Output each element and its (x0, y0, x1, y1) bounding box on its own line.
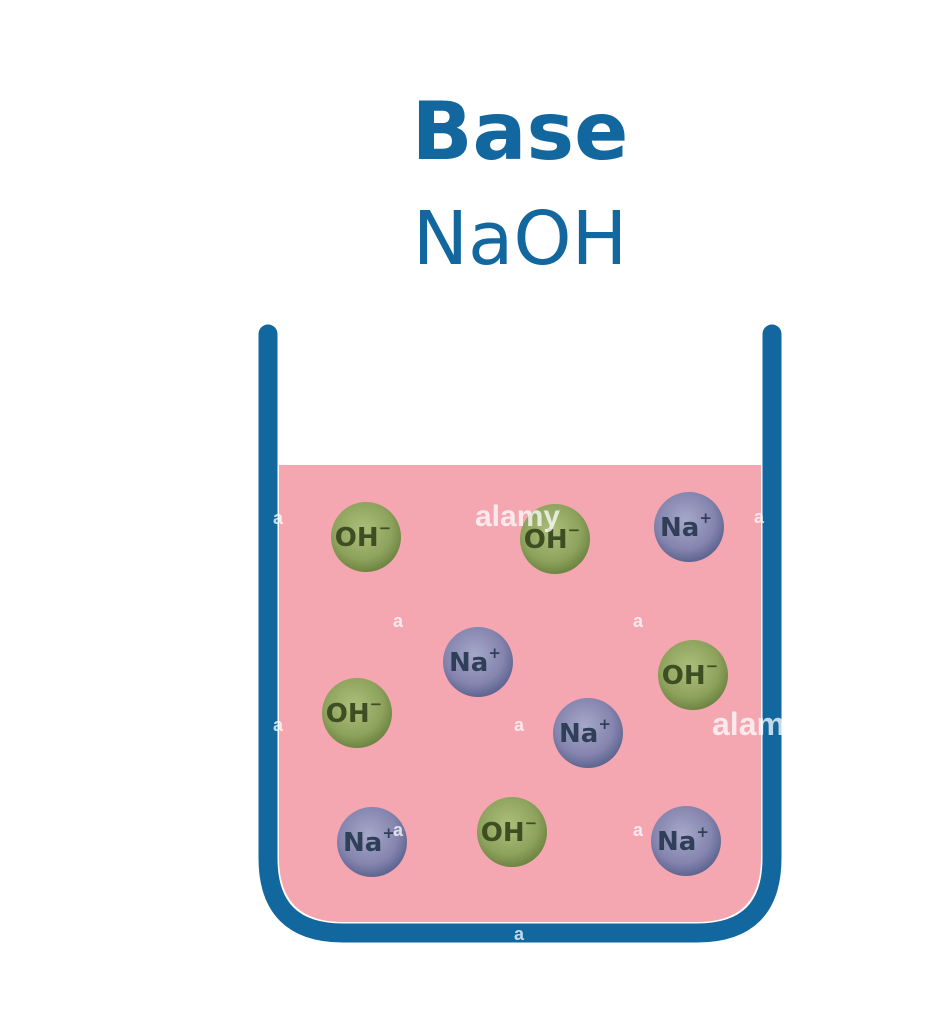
ion-label: OH− (326, 695, 382, 729)
diagram-title: Base (411, 85, 629, 178)
ion-label: Na+ (657, 823, 709, 857)
watermark-mark: a (633, 611, 644, 631)
watermark-mark: a (393, 820, 404, 840)
ion-label: Na+ (449, 644, 501, 678)
hydroxide-ion: OH− (322, 678, 392, 748)
ion-label: Na+ (343, 824, 395, 858)
hydroxide-ion: OH− (477, 797, 547, 867)
watermark-text: alamy (475, 500, 560, 533)
watermark-mark: a (514, 715, 525, 735)
watermark-mark: a (393, 611, 404, 631)
sodium-ion-sphere (337, 807, 407, 877)
hydroxide-ion-sphere (322, 678, 392, 748)
watermark-text: alamy (712, 706, 803, 742)
hydroxide-ion: OH− (331, 502, 401, 572)
watermark-mark: a (754, 507, 765, 527)
ion-label: Na+ (660, 509, 712, 543)
watermark-layer: alamy alamy a a a a a a a a a (273, 500, 803, 944)
sodium-ion-sphere (553, 698, 623, 768)
hydroxide-ion-sphere (520, 504, 590, 574)
sodium-ion-sphere (654, 492, 724, 562)
watermark-mark: a (633, 820, 644, 840)
ion-label: OH− (662, 657, 718, 691)
chemical-formula: NaOH (412, 196, 628, 282)
ion-label: OH− (481, 814, 537, 848)
sodium-ion-sphere (651, 806, 721, 876)
hydroxide-ion-sphere (658, 640, 728, 710)
naoh-solution (279, 465, 761, 922)
ions-layer: OH− OH− Na+ Na+ OH− OH− Na+ Na+ OH− Na+ (322, 492, 728, 877)
watermark-mark: a (273, 715, 284, 735)
sodium-ion: Na+ (654, 492, 724, 562)
ion-label: OH− (335, 519, 391, 553)
sodium-ion: Na+ (651, 806, 721, 876)
ion-label: OH− (524, 521, 580, 555)
sodium-ion: Na+ (443, 627, 513, 697)
sodium-ion: Na+ (553, 698, 623, 768)
watermark-mark: a (514, 924, 525, 944)
watermark-mark: a (273, 508, 284, 528)
hydroxide-ion-sphere (477, 797, 547, 867)
hydroxide-ion: OH− (520, 504, 590, 574)
sodium-ion: Na+ (337, 807, 407, 877)
ion-label: Na+ (559, 715, 611, 749)
hydroxide-ion-sphere (331, 502, 401, 572)
sodium-ion-sphere (443, 627, 513, 697)
beaker (258, 324, 782, 943)
hydroxide-ion: OH− (658, 640, 728, 710)
